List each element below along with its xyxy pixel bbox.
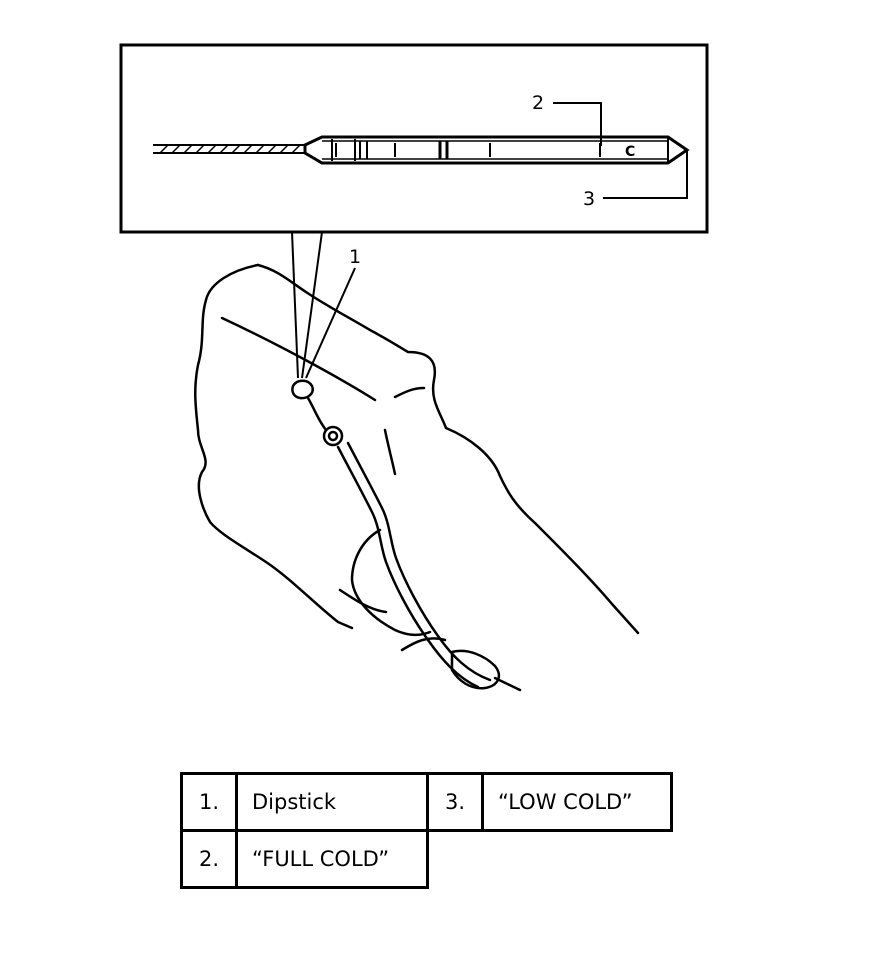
legend-number: 2. [180, 829, 238, 889]
hand-illustration [194, 263, 640, 652]
callout-3-label: 3 [583, 188, 595, 210]
legend-row: 2. “FULL COLD” [180, 829, 672, 889]
dipstick-blade: C [303, 135, 690, 165]
legend-label-dipstick: Dipstick [235, 772, 429, 832]
legend-label-low-cold: “LOW COLD” [481, 772, 673, 832]
dipstick-shaft [153, 144, 305, 154]
cold-mark-letter: C [625, 144, 635, 160]
magnify-connector [291, 231, 323, 379]
legend-table: 1. Dipstick 3. “LOW COLD” 2. “FULL COLD” [180, 772, 673, 889]
inset-frame [119, 43, 709, 234]
dipstick-diagram: C 2 3 1 [119, 43, 709, 692]
legend-number: 3. [426, 772, 484, 832]
dipstick-inset: C 2 3 [119, 43, 709, 234]
legend-number: 1. [180, 772, 238, 832]
callout-3: 3 [583, 150, 688, 210]
callout-2: 2 [532, 92, 602, 146]
callout-1: 1 [305, 246, 361, 379]
dipstick-handle [291, 379, 522, 692]
callout-2-label: 2 [532, 92, 544, 114]
callout-1-label: 1 [349, 246, 361, 268]
legend-label-full-cold: “FULL COLD” [235, 829, 429, 889]
legend-row: 1. Dipstick 3. “LOW COLD” [180, 772, 673, 832]
